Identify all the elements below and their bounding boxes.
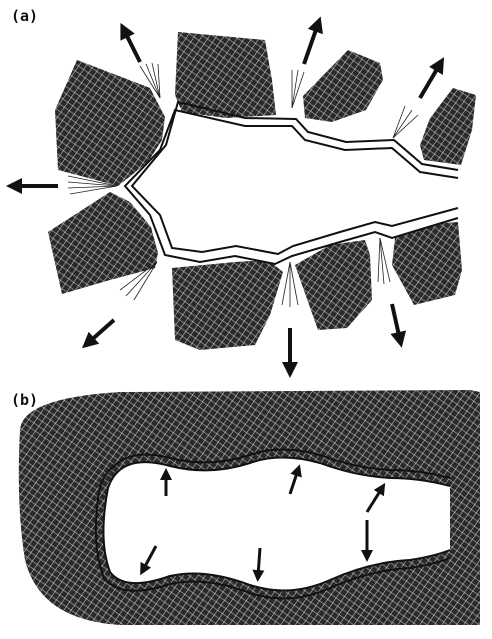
hatched-block (172, 260, 283, 350)
hatched-block (420, 88, 476, 165)
arrow-outward-icon (420, 64, 440, 98)
hatched-block (295, 240, 372, 330)
arrow-outward-icon (392, 304, 400, 340)
panel-b (19, 390, 480, 625)
hatched-block (303, 50, 383, 122)
arrow-outward-icon (124, 30, 140, 62)
arrow-outward-icon (88, 320, 114, 343)
arrow-inward-icon (258, 548, 260, 576)
panel-a (14, 24, 476, 370)
arrow-outward-icon (304, 24, 318, 64)
